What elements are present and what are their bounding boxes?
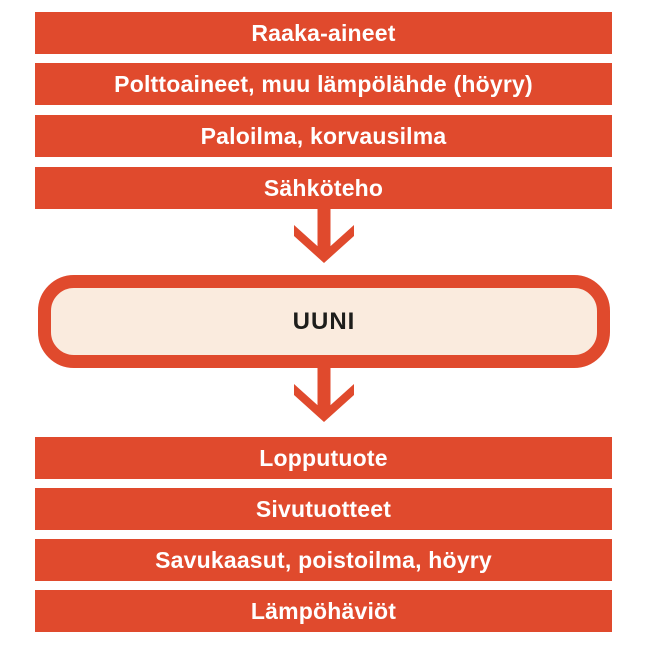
bar-label: Lämpöhäviöt [250,597,397,624]
input-bar: Raaka-aineet [35,12,612,54]
bar-label: Lopputuote [259,444,388,471]
output-bar: Sivutuotteet [35,488,612,530]
input-bar: Paloilma, korvausilma [35,115,612,157]
bar-label: Raaka-aineet [251,19,396,46]
arrow-down-icon [294,209,354,263]
bar-label: Sähköteho [263,174,384,201]
bar-label: Paloilma, korvausilma [200,122,447,149]
output-bar: Savukaasut, poistoilma, höyry [35,539,612,581]
bar-label: Sivutuotteet [255,495,392,522]
arrow-down-icon [294,368,354,422]
input-bar: Sähköteho [35,167,612,209]
process-box: UUNI [38,275,610,368]
output-bar: Lämpöhäviöt [35,590,612,632]
bar-label: Savukaasut, poistoilma, höyry [155,546,492,573]
output-bar: Lopputuote [35,437,612,479]
process-box-label: UUNI [292,307,356,335]
input-bar: Polttoaineet, muu lämpölähde (höyry) [35,63,612,105]
bar-label: Polttoaineet, muu lämpölähde (höyry) [114,70,533,97]
